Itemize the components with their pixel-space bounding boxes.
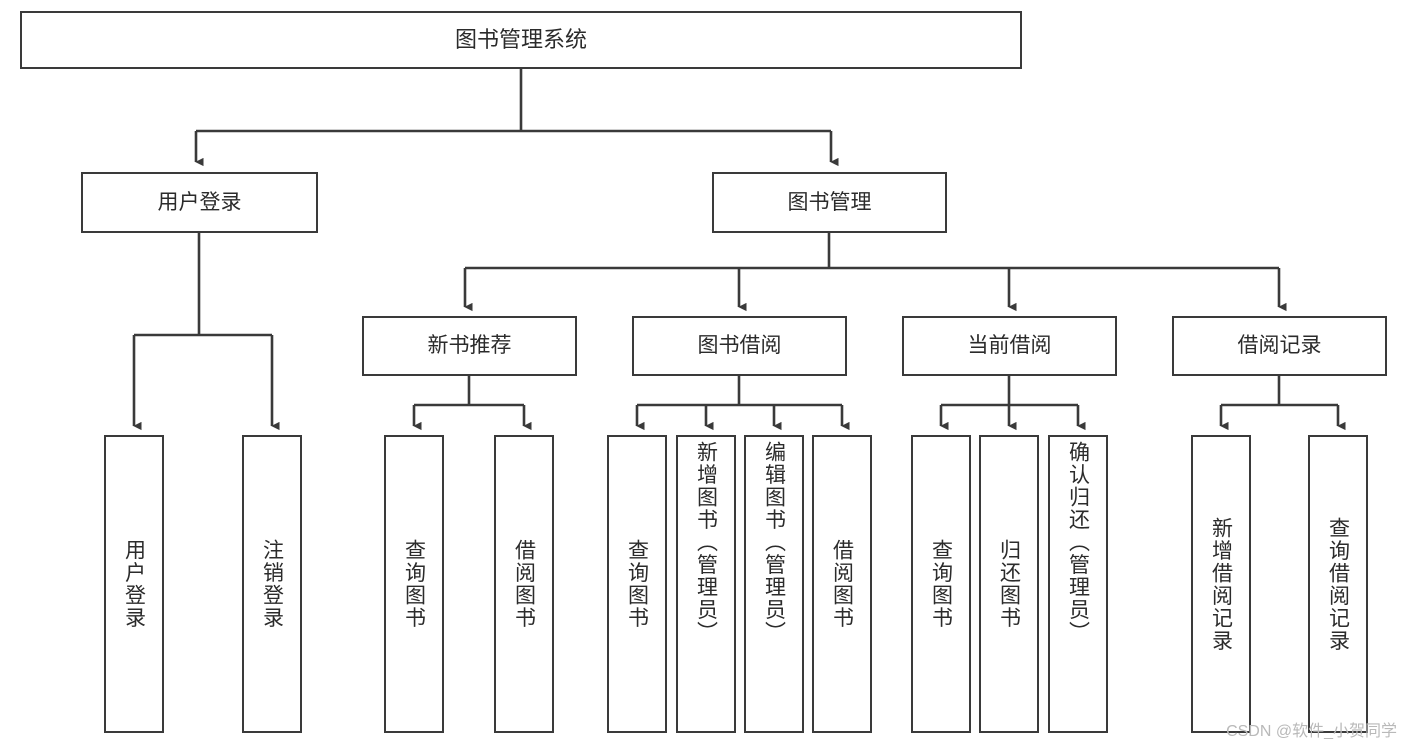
node-leaf-add-book-label: 新增图书（管理员） [694,441,718,644]
node-leaf-query-book-3[interactable]: 查询图书 [911,435,971,733]
node-leaf-return-book-label: 归还图书 [997,539,1021,629]
node-book-borrow-label: 图书借阅 [697,334,782,358]
node-book-borrow[interactable]: 图书借阅 [632,316,847,376]
node-leaf-add-record-label: 新增借阅记录 [1209,516,1233,652]
node-leaf-confirm-return-label: 确认归还（管理员） [1066,441,1090,644]
node-leaf-logout-login-label: 注销登录 [260,539,284,629]
node-user-login-label: 用户登录 [157,190,242,214]
node-root-label: 图书管理系统 [454,26,587,52]
node-borrow-record[interactable]: 借阅记录 [1172,316,1387,376]
node-leaf-return-book[interactable]: 归还图书 [979,435,1039,733]
node-user-login[interactable]: 用户登录 [81,172,318,233]
node-leaf-borrow-book-2-label: 借阅图书 [830,539,854,629]
watermark: CSDN @软件_小贺同学 [1226,723,1397,740]
node-borrow-record-label: 借阅记录 [1237,334,1322,358]
node-leaf-user-login-label: 用户登录 [122,539,146,629]
node-new-book-recommend-label: 新书推荐 [427,334,512,358]
node-leaf-add-book[interactable]: 新增图书（管理员） [676,435,736,733]
node-current-borrow[interactable]: 当前借阅 [902,316,1117,376]
node-leaf-query-book-2[interactable]: 查询图书 [607,435,667,733]
node-leaf-query-book-3-label: 查询图书 [929,539,953,629]
node-book-management[interactable]: 图书管理 [712,172,947,233]
node-leaf-borrow-book-2[interactable]: 借阅图书 [812,435,872,733]
node-leaf-edit-book[interactable]: 编辑图书（管理员） [744,435,804,733]
node-leaf-confirm-return[interactable]: 确认归还（管理员） [1048,435,1108,733]
node-leaf-query-record-label: 查询借阅记录 [1326,516,1350,652]
node-leaf-query-book-1-label: 查询图书 [402,539,426,629]
node-leaf-add-record[interactable]: 新增借阅记录 [1191,435,1251,733]
node-leaf-borrow-book-1[interactable]: 借阅图书 [494,435,554,733]
node-new-book-recommend[interactable]: 新书推荐 [362,316,577,376]
node-leaf-query-record[interactable]: 查询借阅记录 [1308,435,1368,733]
node-leaf-query-book-1[interactable]: 查询图书 [384,435,444,733]
node-leaf-user-login[interactable]: 用户登录 [104,435,164,733]
node-leaf-logout-login[interactable]: 注销登录 [242,435,302,733]
node-leaf-edit-book-label: 编辑图书（管理员） [762,441,786,644]
node-leaf-borrow-book-1-label: 借阅图书 [512,539,536,629]
node-leaf-query-book-2-label: 查询图书 [625,539,649,629]
node-book-management-label: 图书管理 [787,190,872,214]
node-root[interactable]: 图书管理系统 [20,11,1022,69]
node-current-borrow-label: 当前借阅 [967,334,1052,358]
